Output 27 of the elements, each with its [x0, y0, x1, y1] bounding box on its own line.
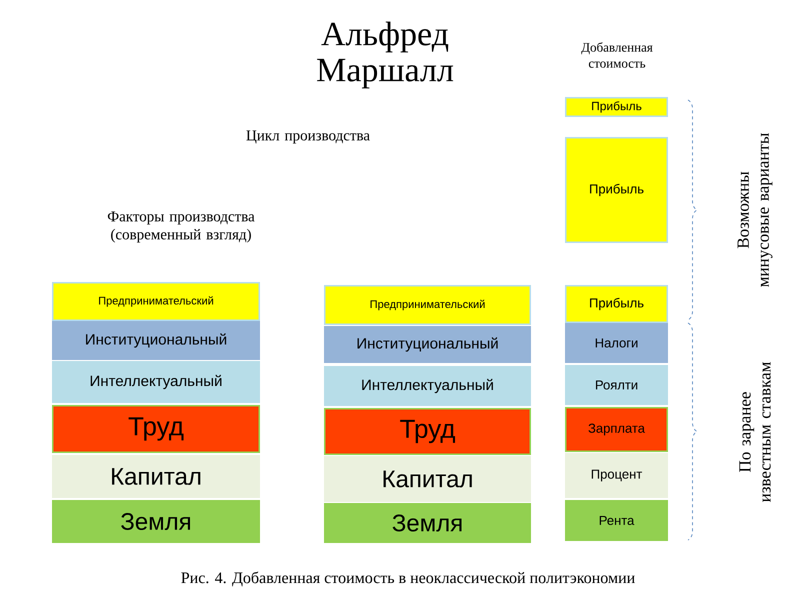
header: Добавленная стоимость	[581, 42, 653, 68]
factor-box: Земля	[324, 503, 531, 543]
brace-label: По заранее известным ставкам	[739, 362, 771, 502]
factor-box: Прибыль	[565, 285, 668, 323]
factor-box: Институциональный	[324, 326, 531, 363]
factor-box: Прибыль	[565, 137, 668, 243]
factor-box: Интеллектуальный	[324, 366, 531, 406]
factor-box: Рента	[565, 500, 668, 541]
brace-label: Возможны минусовые варианты	[738, 133, 772, 287]
factor-box: Процент	[565, 453, 668, 498]
column-heading: Факторы производства (современный взгляд)	[108, 212, 255, 243]
factor-box: Интеллектуальный	[52, 361, 260, 403]
factor-box: Капитал	[52, 455, 260, 498]
factor-box: Земля	[52, 500, 260, 543]
factor-box: Налоги	[565, 323, 668, 363]
factor-box: Предпринимательский	[324, 285, 531, 325]
factor-box: Предпринимательский	[52, 282, 260, 321]
factor-box: Зарплата	[565, 407, 668, 452]
title: Альфред Маршалл	[317, 22, 454, 88]
factor-box: Труд	[52, 405, 260, 453]
section-label: Цикл производства	[246, 130, 370, 144]
factor-box: Институциональный	[52, 321, 260, 360]
factor-box: Труд	[324, 408, 531, 455]
factor-box: Роялти	[565, 365, 668, 405]
factor-box: Прибыль	[565, 97, 668, 117]
factor-box: Капитал	[324, 456, 531, 502]
caption: Рис. 4. Добавленная стоимость в неоклассической политэкономии	[181, 572, 635, 586]
